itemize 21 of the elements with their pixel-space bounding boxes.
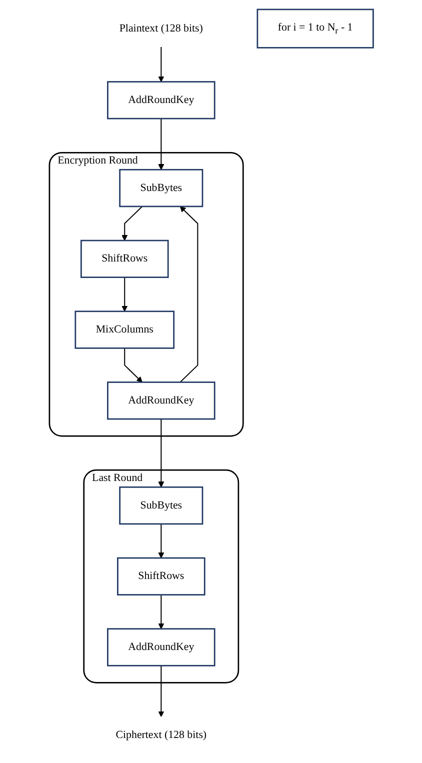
- node-box: AddRoundKey: [106, 81, 215, 120]
- node-box: MixColumns: [74, 310, 174, 349]
- arrow: [158, 419, 164, 488]
- arrow: [158, 47, 164, 82]
- arrow: [158, 594, 164, 630]
- arrow: [121, 277, 128, 312]
- arrow: [124, 348, 142, 382]
- node-text: Ciphertext (128 bits): [115, 729, 206, 741]
- node-box: SubBytes: [118, 169, 203, 208]
- node-text: Plaintext (128 bits): [119, 22, 203, 34]
- arrow: [158, 666, 164, 718]
- arrow: [121, 206, 142, 241]
- node-box: AddRoundKey: [106, 382, 215, 420]
- node-box: ShiftRows: [116, 557, 205, 596]
- arrow: [158, 118, 164, 170]
- node-box: AddRoundKey: [106, 628, 215, 666]
- node-box: SubBytes: [118, 486, 203, 525]
- arrow: [179, 206, 198, 383]
- arrow: [158, 524, 164, 558]
- node-box: for i = 1 to N$_{r}$ - 1: [256, 8, 374, 48]
- node-box: ShiftRows: [80, 240, 168, 278]
